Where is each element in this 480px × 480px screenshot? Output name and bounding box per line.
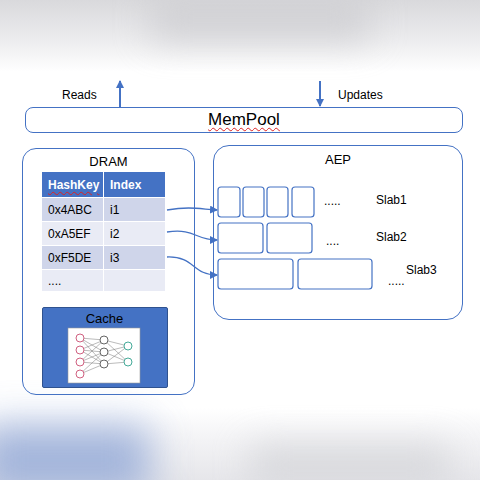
pointer-arrow — [167, 257, 217, 275]
slab-blocks — [218, 187, 372, 289]
net-neurons — [76, 334, 132, 378]
cache-box: Cache — [42, 307, 168, 388]
label-text: i2 — [110, 227, 119, 241]
reads-arrow — [119, 81, 121, 107]
pointer-arrow — [167, 208, 217, 210]
index-pointers — [167, 208, 217, 275]
slab1-block — [267, 187, 288, 217]
ellipsis: ..... — [324, 194, 364, 208]
ellipsis: .... — [326, 234, 366, 248]
photo-blur-gray — [250, 445, 450, 480]
label-text: ..... — [388, 274, 405, 288]
icon-frame — [68, 328, 140, 383]
label-text: Slab3 — [406, 263, 437, 277]
slab-label: Slab2 — [376, 229, 416, 245]
slab3-block — [218, 259, 293, 289]
slab1-block — [292, 187, 314, 217]
table-cell: i2 — [104, 222, 166, 246]
slab1-block — [218, 187, 240, 217]
label-text: Updates — [338, 88, 383, 102]
label-text: .... — [326, 234, 339, 248]
label-text: 0x4ABC — [48, 203, 92, 217]
mempool-box: MemPool — [25, 107, 463, 133]
updates-arrow — [319, 81, 321, 106]
pointer-arrow — [167, 231, 217, 240]
label-text: i3 — [110, 251, 119, 265]
label-text: 0xA5EF — [48, 227, 91, 241]
slab3-block — [298, 259, 372, 289]
table-cell: 0xF5DE — [42, 246, 104, 270]
flow-label: Updates — [338, 86, 398, 104]
table-header: Index — [104, 172, 166, 198]
label-text: i1 — [110, 203, 119, 217]
table-header: HashKey — [42, 172, 104, 198]
table-cell: 0x4ABC — [42, 198, 104, 222]
slab-label: Slab1 — [376, 192, 416, 208]
label-text: Index — [110, 178, 141, 192]
flow-label: Reads — [62, 86, 112, 104]
table-cell: 0xA5EF — [42, 222, 104, 246]
label-text: .... — [48, 274, 61, 288]
photo-blur-blob — [150, 0, 370, 40]
photo-blur-bottom — [0, 408, 480, 480]
photo-blur-top — [0, 0, 480, 72]
slab2-block — [218, 223, 263, 253]
label-text: Slab1 — [376, 193, 407, 207]
slab1-block — [243, 187, 264, 217]
table-cell: .... — [42, 270, 104, 292]
label-text: 0xF5DE — [48, 251, 91, 265]
net-links — [80, 338, 128, 374]
neural-net-icon — [68, 328, 140, 383]
aep-box: AEP — [213, 145, 463, 320]
label-text: HashKey — [48, 178, 99, 192]
slab-label: Slab3 — [406, 262, 446, 278]
label-text: ..... — [324, 194, 341, 208]
slab2-block — [267, 223, 312, 253]
node-title: AEP — [214, 152, 462, 167]
photo-blur-blue — [0, 425, 150, 480]
table-cell: i3 — [104, 246, 166, 270]
label-text: Reads — [62, 88, 97, 102]
label-text: Slab2 — [376, 230, 407, 244]
table-cell-empty — [104, 270, 166, 292]
node-title: MemPool — [26, 110, 462, 130]
node-title: DRAM — [23, 154, 194, 169]
table-cell: i1 — [104, 198, 166, 222]
node-title: Cache — [43, 311, 167, 326]
